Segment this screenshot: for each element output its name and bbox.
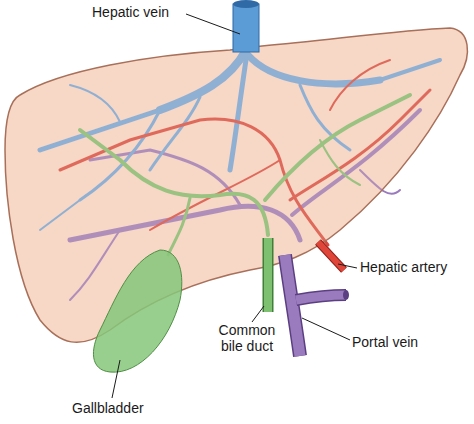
splenic-vein-outline	[296, 295, 346, 300]
leader-line	[186, 14, 240, 34]
vein-opening	[233, 0, 259, 8]
leader-line	[252, 306, 264, 322]
vein-end	[343, 290, 349, 300]
part-label: Common bile duct	[212, 322, 282, 354]
liver-lobe	[5, 28, 467, 342]
hepatic-vein-trunk	[233, 4, 259, 52]
liver-outline	[5, 28, 467, 342]
splenic-vein	[296, 295, 346, 300]
part-label: Gallbladder	[72, 400, 172, 416]
part-label: Portal vein	[352, 334, 462, 350]
leader-line	[302, 318, 350, 340]
leader-lines	[112, 14, 357, 398]
part-label: Hepatic vein	[92, 4, 192, 20]
leader-line	[338, 264, 357, 268]
common-bile-duct-shape	[264, 238, 272, 312]
artery-outline	[318, 242, 344, 270]
gallbladder-shape	[93, 250, 181, 372]
bile-duct-outline	[263, 238, 274, 312]
hepatic-artery-trunk	[318, 242, 344, 270]
part-label: Hepatic artery	[360, 259, 470, 275]
leader-line	[112, 360, 120, 398]
